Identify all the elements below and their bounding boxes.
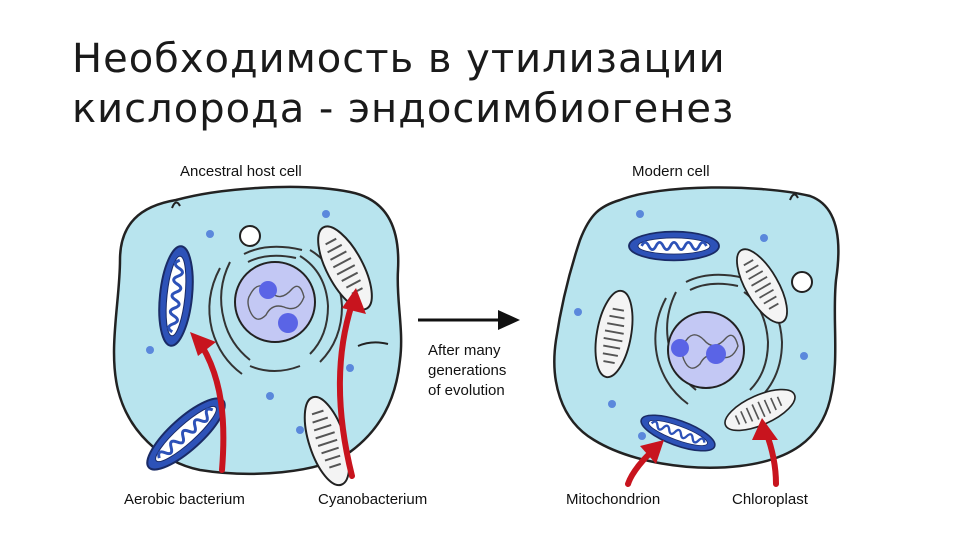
mitochondrion-label: Mitochondrion [566, 491, 660, 508]
aerobic-bacterium-label: Aerobic bacterium [124, 491, 245, 508]
transition-arrow [418, 310, 520, 330]
arrowhead-cyano [342, 288, 366, 314]
ancestral-nucleus [234, 261, 316, 343]
modern-mitochondrion-top [627, 230, 721, 262]
transition-label-line-3: of evolution [428, 382, 505, 399]
transition-label-line-1: After many [428, 342, 501, 359]
arrowhead-chloroplast [752, 418, 778, 440]
slide-title-line-2: кислорода - эндосимбиогенез [72, 86, 735, 132]
arrowhead-mitochondrion [640, 440, 664, 464]
transition-label-line-2: generations [428, 362, 506, 379]
ancestral-host-cell [112, 185, 403, 476]
uptake-arrows-left [199, 301, 355, 479]
modern-cell-label: Modern cell [632, 163, 710, 180]
modern-nucleus [667, 311, 745, 389]
slide-title: Необходимость в утилизации кислорода - э… [72, 34, 912, 134]
ancestral-cell-label: Ancestral host cell [180, 163, 302, 180]
arrowhead-aerobic [190, 332, 216, 356]
modern-cell [553, 186, 840, 469]
slide-title-line-1: Необходимость в утилизации [72, 36, 726, 82]
cyanobacterium-label: Cyanobacterium [318, 491, 427, 508]
chloroplast-label: Chloroplast [732, 491, 809, 508]
